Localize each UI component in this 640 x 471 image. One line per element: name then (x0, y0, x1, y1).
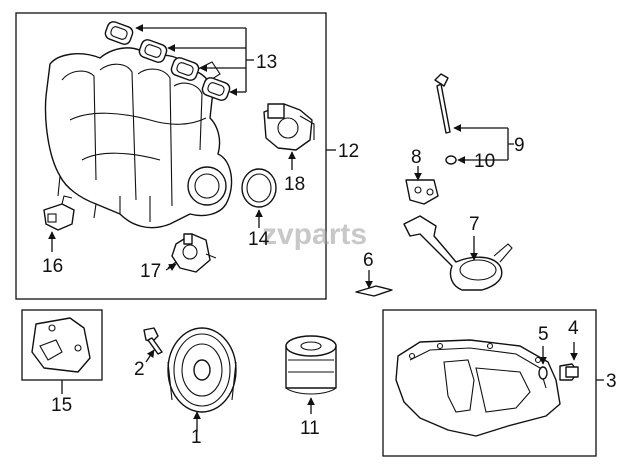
intake-group-box (15, 12, 327, 300)
callout-17: 17 (140, 261, 161, 282)
callout-18: 18 (284, 174, 305, 195)
oil-pan-group-box (382, 309, 597, 457)
intake-gaskets (104, 21, 231, 101)
callout-2: 2 (134, 359, 145, 380)
throttle-gasket (241, 168, 277, 208)
pulley-bolt (143, 327, 163, 355)
map-sensor (43, 195, 75, 231)
leader-13 (135, 24, 254, 96)
dipstick (434, 73, 451, 134)
crankshaft-pulley (167, 327, 237, 413)
callout-8: 8 (411, 147, 422, 168)
oil-filter (285, 335, 337, 395)
watermark: zvparts (262, 218, 367, 251)
drain-plug (559, 363, 579, 381)
leader-2 (145, 349, 155, 363)
callout-13: 13 (256, 52, 277, 73)
callout-6: 6 (363, 250, 374, 271)
callout-15: 15 (51, 395, 72, 416)
callout-11: 11 (300, 418, 320, 439)
throttle-body (263, 103, 315, 151)
dipstick-oring (445, 155, 457, 165)
callout-3: 3 (606, 371, 617, 392)
callout-1: 1 (191, 427, 202, 448)
callout-10: 10 (474, 151, 495, 172)
oil-pickup (403, 215, 513, 291)
baffle-clip (355, 285, 393, 297)
leader-9-10 (453, 124, 514, 164)
callout-16: 16 (42, 256, 63, 277)
drain-washer (538, 366, 548, 380)
callout-5: 5 (538, 324, 549, 345)
mount-bracket (31, 317, 91, 373)
tube-bracket (405, 179, 439, 205)
oil-pan (395, 339, 561, 437)
leader-17 (165, 263, 177, 271)
callout-9: 9 (514, 135, 525, 156)
purge-valve (167, 233, 217, 273)
callout-14: 14 (248, 229, 270, 250)
callout-12: 12 (338, 141, 359, 162)
callout-4: 4 (568, 318, 579, 339)
intake-manifold (44, 47, 233, 229)
callout-7: 7 (469, 214, 480, 235)
